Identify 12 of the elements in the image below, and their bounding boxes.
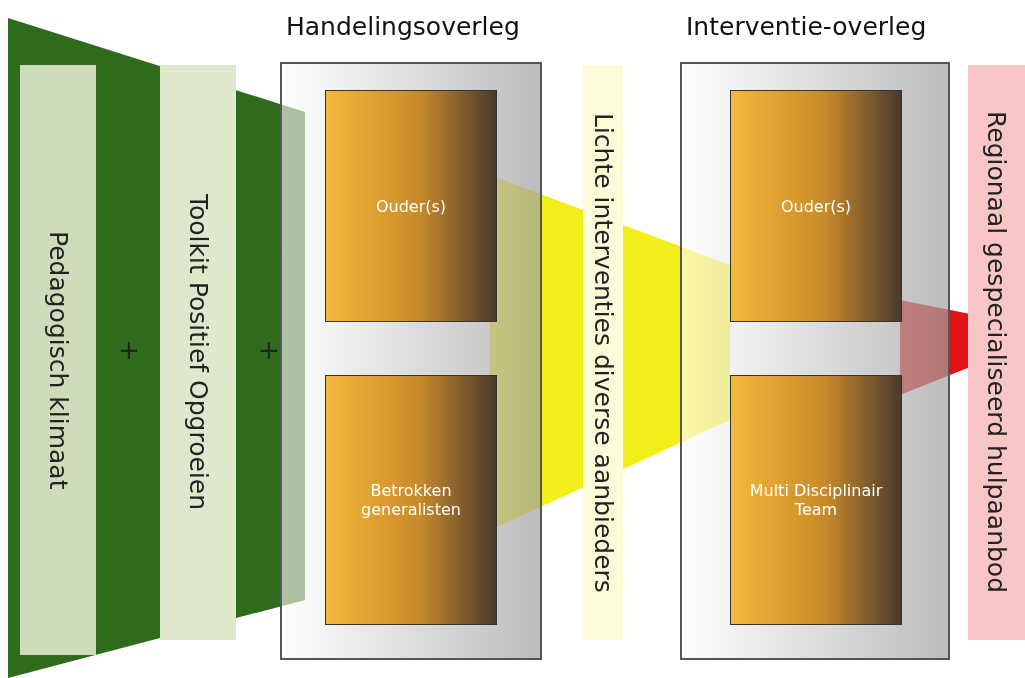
vertical-text-panel: Toolkit Positief Opgroeien xyxy=(160,65,236,640)
plus-sign: + xyxy=(258,335,280,365)
group-heading: Handelingsoverleg xyxy=(286,12,520,41)
role-box: Betrokken generalisten xyxy=(325,375,497,625)
vertical-text-panel: Lichte interventies diverse aanbieders xyxy=(583,65,623,640)
group-heading: Interventie-overleg xyxy=(686,12,927,41)
plus-sign: + xyxy=(118,335,140,365)
vertical-text-panel: Pedagogisch klimaat xyxy=(20,65,96,655)
role-box: Ouder(s) xyxy=(325,90,497,322)
role-box: Ouder(s) xyxy=(730,90,902,322)
role-box: Multi Disciplinair Team xyxy=(730,375,902,625)
vertical-text-panel: Regionaal gespecialiseerd hulpaanbod xyxy=(968,65,1025,640)
